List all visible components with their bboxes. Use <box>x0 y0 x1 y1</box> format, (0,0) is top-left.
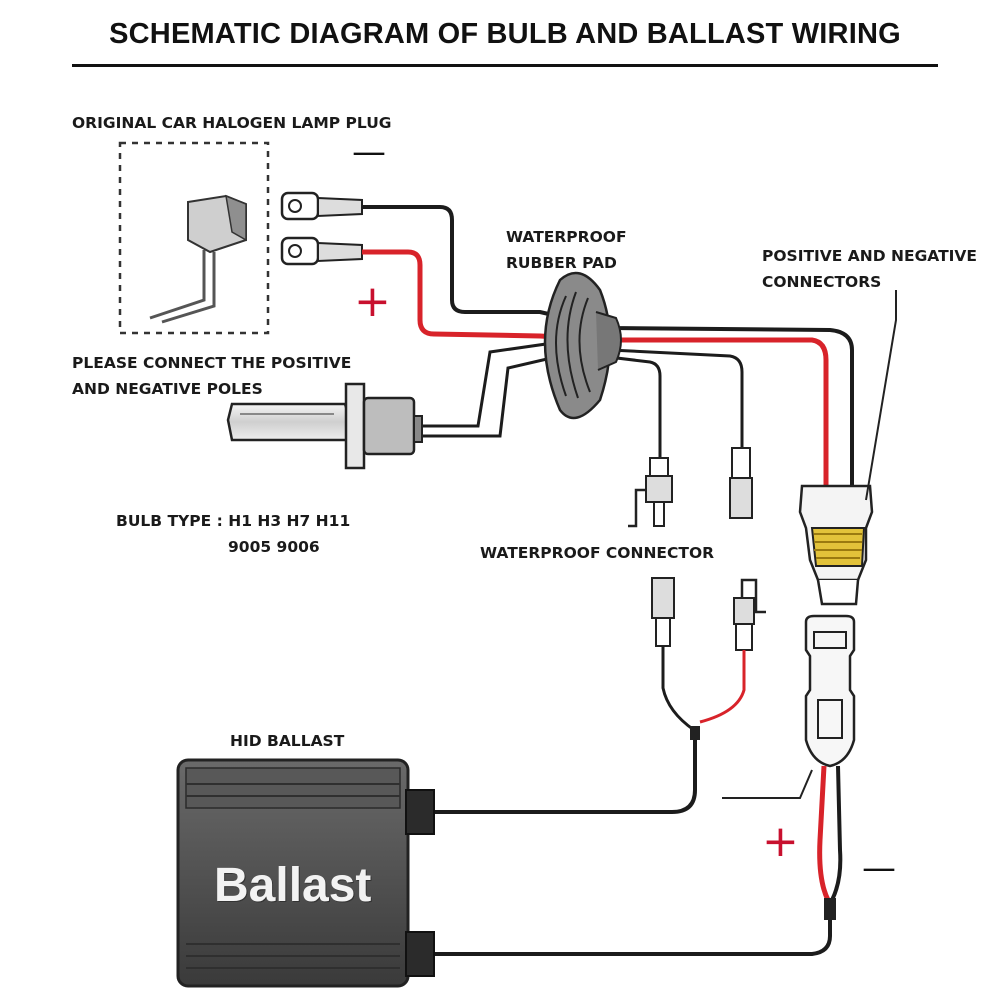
negative-wire <box>362 205 854 490</box>
label-bulb-type-line1: BULB TYPE : H1 H3 H7 H11 <box>116 512 351 530</box>
label-connect-poles-line1: PLEASE CONNECT THE POSITIVE <box>72 354 352 372</box>
label-rubber-pad-line1: WATERPROOF <box>506 228 627 246</box>
label-halogen-plug: ORIGINAL CAR HALOGEN LAMP PLUG <box>72 114 392 132</box>
label-pos-neg-line2: CONNECTORS <box>762 273 882 291</box>
halogen-plug-icon <box>118 141 270 335</box>
bullet-connector-icon <box>628 447 753 528</box>
ballast-brand-text: Ballast <box>214 859 372 912</box>
negative-sign-top: — <box>352 132 386 172</box>
diagram-title: SCHEMATIC DIAGRAM OF BULB AND BALLAST WI… <box>109 18 901 50</box>
label-rubber-pad-line2: RUBBER PAD <box>506 254 617 272</box>
socket-connector-icon <box>804 614 856 768</box>
label-waterproof-connector: WATERPROOF CONNECTOR <box>480 544 715 562</box>
label-bulb-type-line2: 9005 9006 <box>228 538 320 556</box>
rubber-grommet-icon <box>543 271 622 420</box>
positive-sign-bottom: + <box>762 816 799 867</box>
ring-terminal-icon <box>280 191 363 266</box>
label-hid-ballast: HID BALLAST <box>230 732 345 750</box>
label-pos-neg-line1: POSITIVE AND NEGATIVE <box>762 247 978 265</box>
positive-sign-top: + <box>354 276 391 327</box>
label-connect-poles-line2: AND NEGATIVE POLES <box>72 380 263 398</box>
hid-bulb-icon <box>226 382 423 470</box>
title-underline <box>72 64 938 67</box>
socket-connector-icon <box>798 484 874 606</box>
positive-wire <box>362 249 829 490</box>
bullet-connector-icon <box>651 577 766 651</box>
negative-sign-bottom: — <box>862 848 896 888</box>
ballast-box-icon <box>176 758 435 988</box>
